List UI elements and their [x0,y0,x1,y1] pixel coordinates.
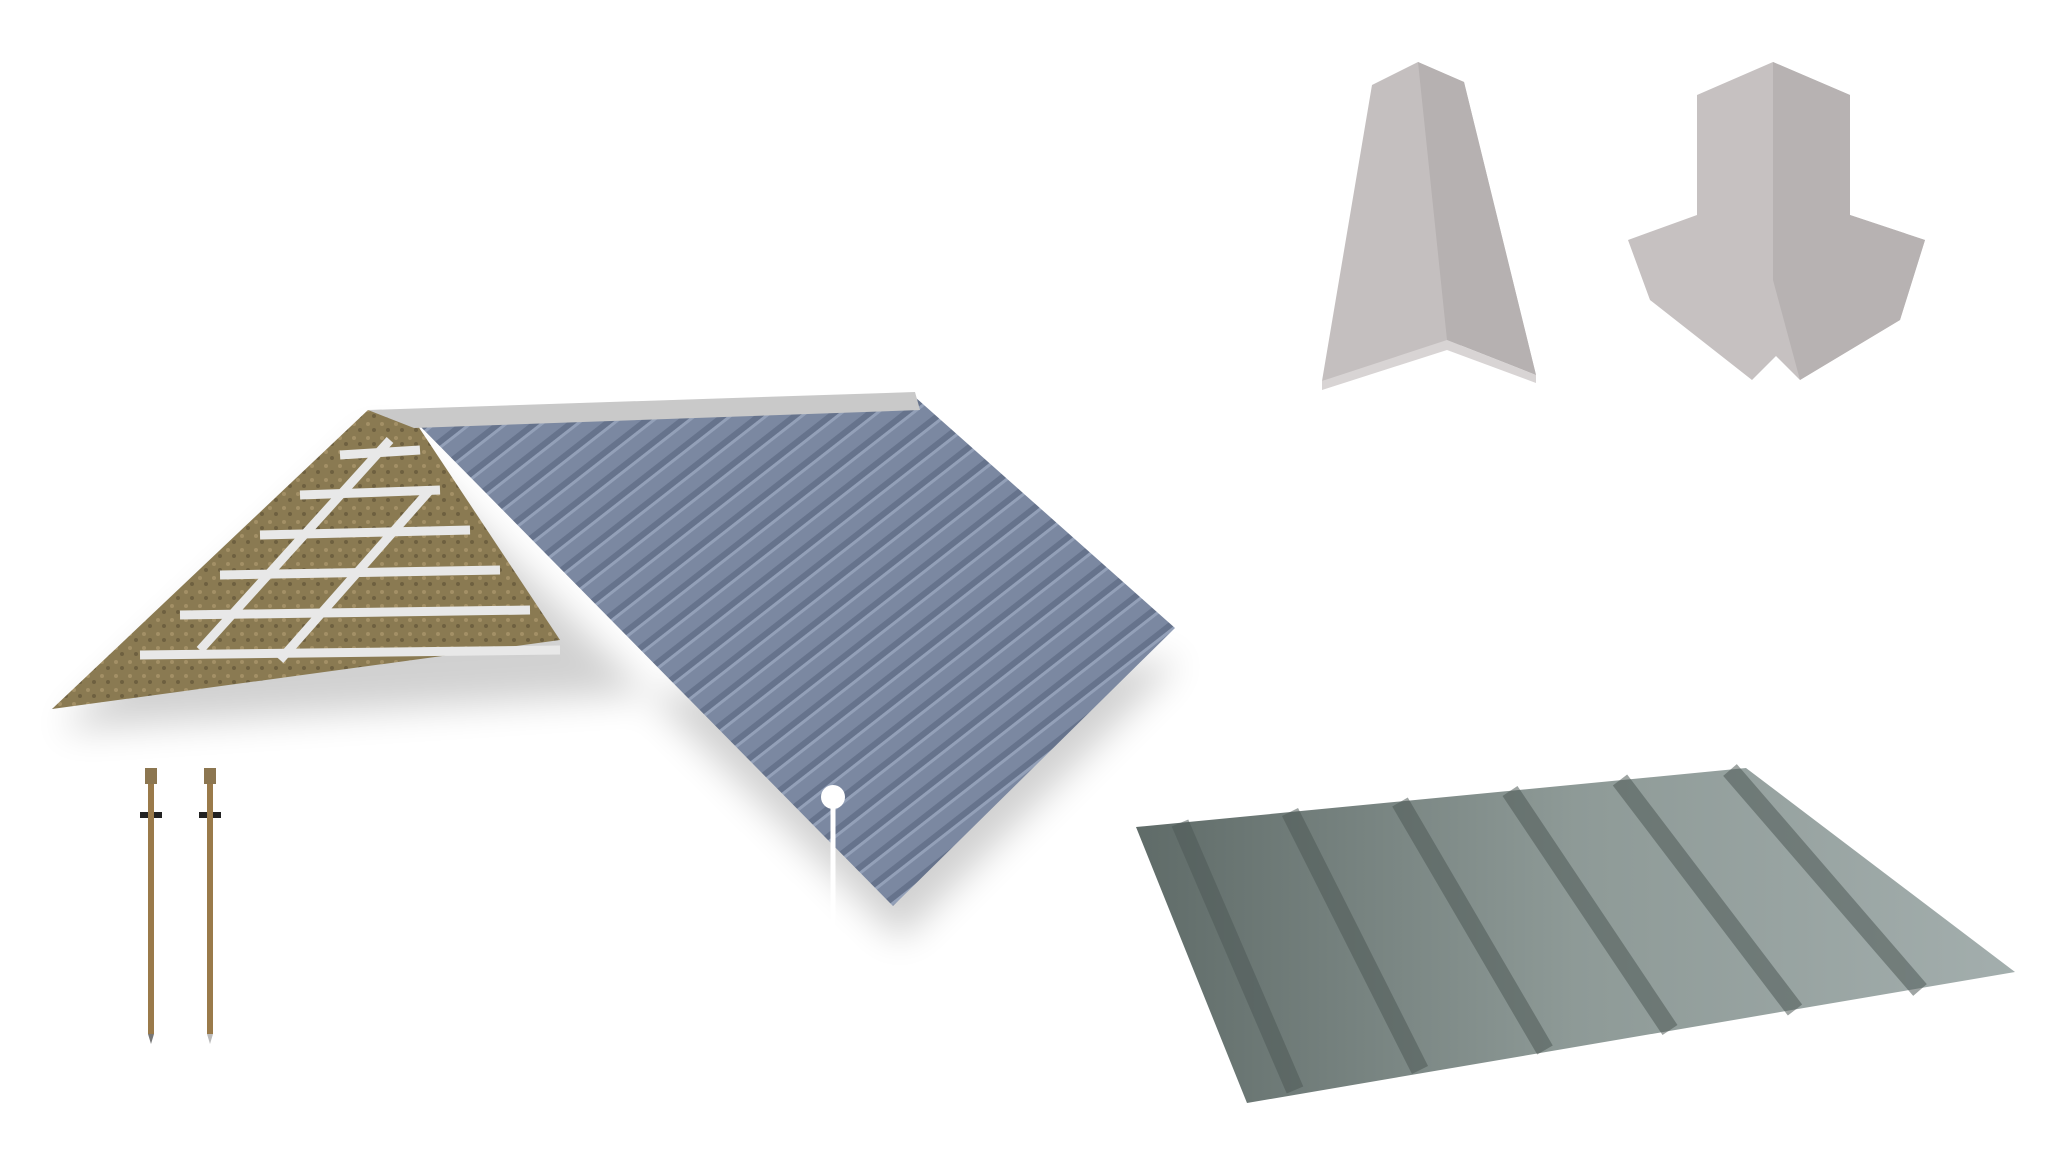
roof-sheet [414,397,1175,906]
callout-marker [821,785,945,978]
corrugated-sheet-illustration [1136,764,2015,1103]
hip-cap-illustration [1628,62,1925,380]
screw-1 [140,768,162,1044]
screw-2 [199,768,221,1044]
screw-illustration [140,768,221,1044]
roof-assembly-illustration [52,392,1180,940]
insulation-layer [52,410,560,709]
roof-ridge-cap [368,392,920,428]
ridge-cap-illustration [1322,62,1536,390]
purlins [139,436,561,663]
